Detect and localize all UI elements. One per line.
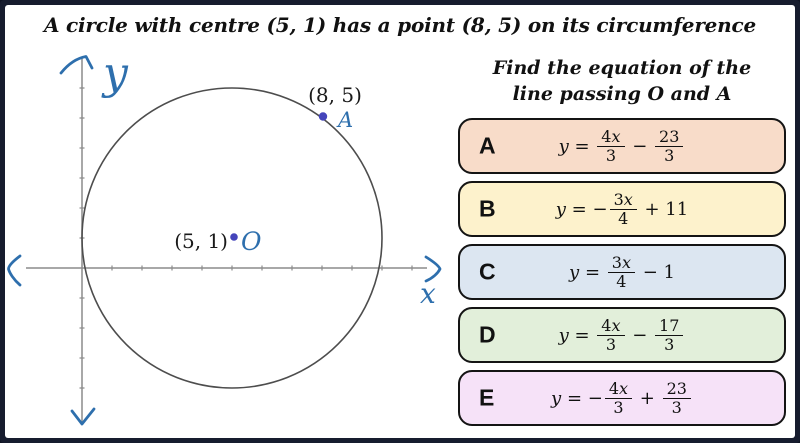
question-line-1: Find the equation of the [492, 57, 752, 79]
question-text: Find the equation of the line passing O … [452, 55, 792, 107]
problem-title: A circle with centre (5, 1) has a point … [43, 13, 757, 37]
option-b-letter: B [479, 195, 496, 222]
question-line-2: line passing O and A [512, 83, 732, 106]
option-c-letter: C [479, 258, 496, 285]
option-e-letter: E [479, 384, 495, 411]
option-a-letter: A [479, 132, 496, 159]
option-d-letter: D [479, 321, 496, 348]
